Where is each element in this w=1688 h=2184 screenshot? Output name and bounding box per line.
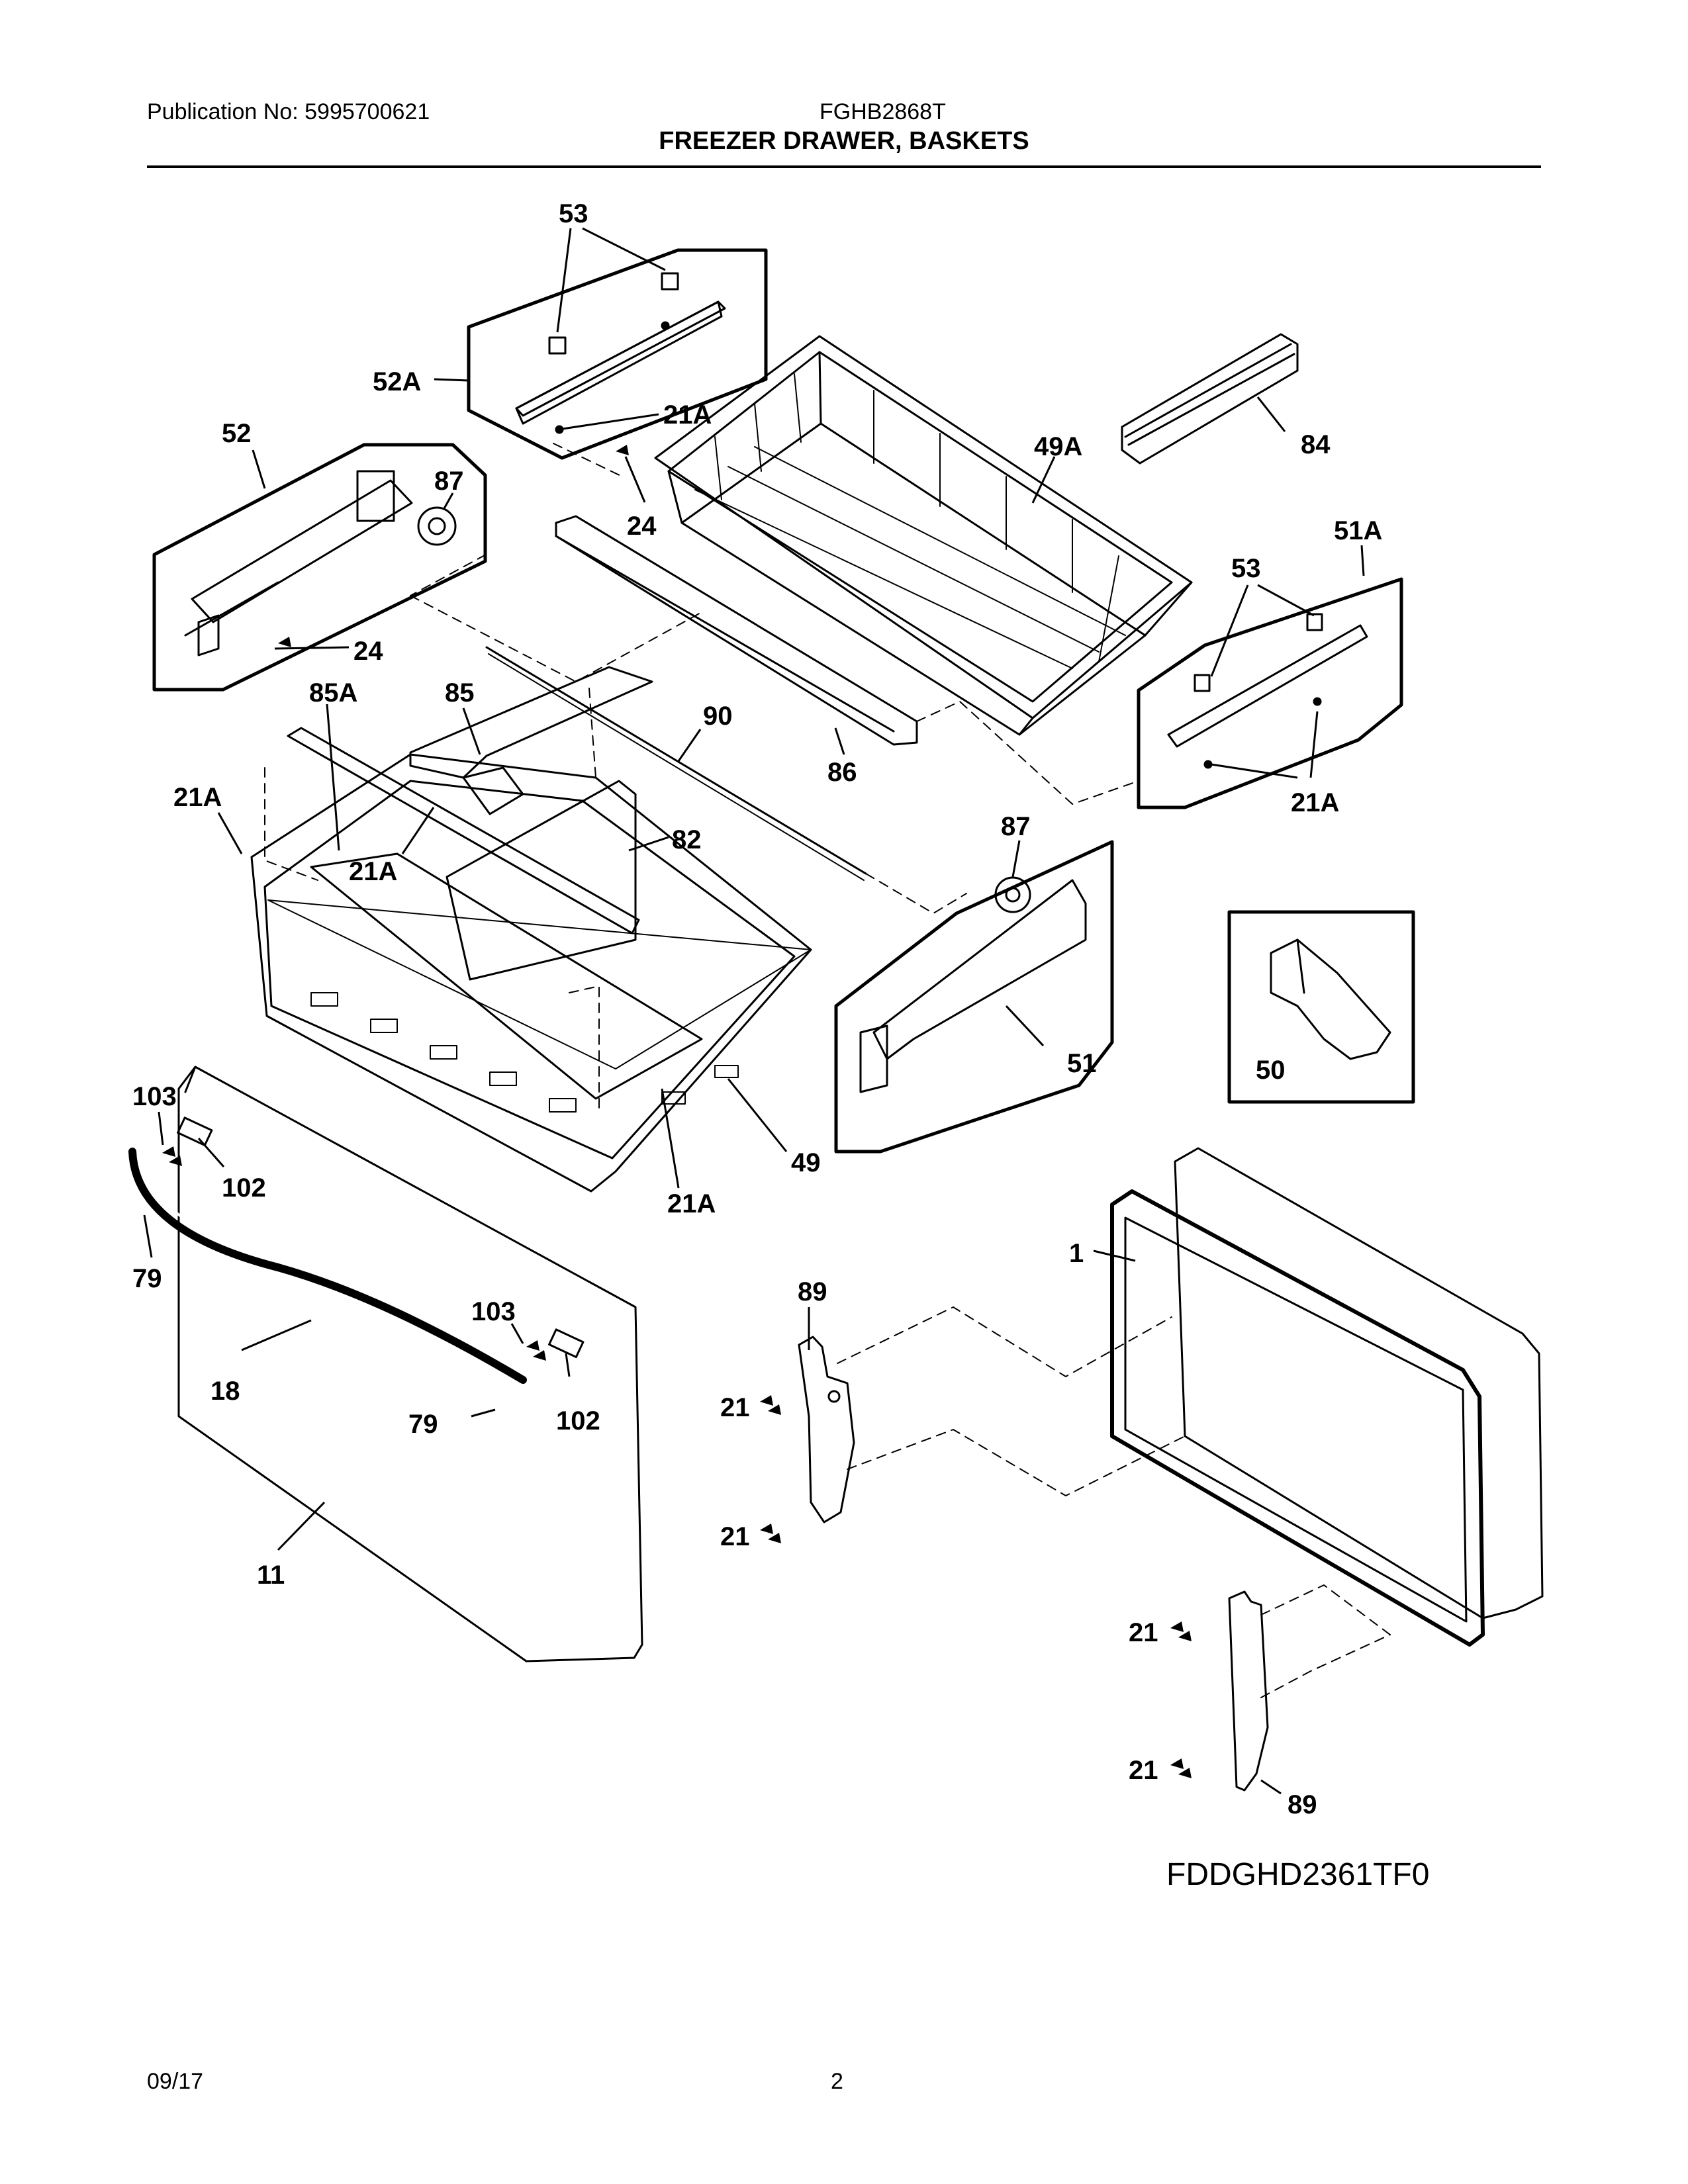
label-21A-bottom: 21A — [667, 1189, 716, 1218]
part-labels: 53 52A 21A 52 87 24 24 49A 84 51A 53 21A… — [132, 199, 1382, 1819]
drawer-front-11 — [177, 1066, 643, 1662]
callout-box-50 — [1227, 910, 1415, 1104]
label-102-upper: 102 — [222, 1173, 266, 1203]
label-53-right: 53 — [1231, 554, 1261, 583]
callout-box-52 — [152, 443, 487, 692]
rod-90 — [485, 646, 867, 875]
label-21A-left: 21A — [173, 783, 222, 812]
label-82: 82 — [672, 825, 702, 854]
label-21A-top: 21A — [663, 400, 712, 430]
label-21A-right: 21A — [1291, 788, 1339, 817]
bracket-89-upper — [798, 1336, 855, 1524]
label-103-lower: 103 — [471, 1297, 516, 1326]
label-87-left: 87 — [434, 467, 464, 496]
wire-basket-49A — [654, 335, 1193, 736]
label-21-c: 21 — [1129, 1618, 1158, 1647]
end-cap-102-upper — [177, 1116, 213, 1147]
drawer-bin-49 — [250, 753, 812, 1193]
label-89-upper: 89 — [798, 1277, 827, 1306]
label-50: 50 — [1256, 1056, 1286, 1085]
page-title: FREEZER DRAWER, BASKETS — [659, 127, 1029, 155]
divider-84 — [1121, 333, 1299, 465]
end-cap-102-lower — [548, 1328, 585, 1359]
label-102-lower: 102 — [556, 1406, 600, 1435]
label-84: 84 — [1301, 430, 1331, 459]
diagram-reference-code: FDDGHD2361TF0 — [1166, 1857, 1430, 1892]
label-24-lower: 24 — [353, 637, 383, 666]
publication-number: Publication No: 5995700621 — [147, 99, 430, 124]
label-103-upper: 103 — [132, 1082, 177, 1111]
bar-85A — [287, 727, 640, 934]
label-79-right: 79 — [408, 1410, 438, 1439]
handle-18 — [128, 1148, 527, 1384]
label-24-upper: 24 — [627, 512, 657, 541]
label-52: 52 — [222, 419, 252, 448]
header-divider — [147, 165, 1541, 168]
label-87-right: 87 — [1001, 812, 1031, 841]
label-11: 11 — [257, 1561, 285, 1590]
model-number: FGHB2868T — [820, 99, 946, 124]
label-49: 49 — [791, 1148, 821, 1177]
gasket-1 — [1110, 1189, 1485, 1647]
label-85: 85 — [445, 678, 475, 707]
trim-bar-86 — [555, 515, 918, 746]
label-21-a: 21 — [720, 1393, 750, 1422]
callout-box-51 — [834, 840, 1114, 1154]
callout-box-52A — [467, 248, 768, 460]
label-90: 90 — [703, 702, 733, 731]
label-86: 86 — [827, 758, 857, 787]
label-1: 1 — [1069, 1239, 1084, 1268]
label-18: 18 — [211, 1377, 240, 1406]
label-52A: 52A — [373, 367, 421, 396]
label-21-d: 21 — [1129, 1756, 1158, 1785]
bracket-89-lower — [1228, 1590, 1269, 1792]
label-21A-middle: 21A — [349, 857, 397, 886]
label-53-top: 53 — [559, 199, 588, 228]
callout-box-51A — [1137, 577, 1403, 809]
label-49A: 49A — [1034, 432, 1082, 461]
footer-date: 09/17 — [147, 2069, 204, 2094]
label-51A: 51A — [1334, 516, 1382, 545]
label-51: 51 — [1067, 1049, 1097, 1078]
label-79-left: 79 — [132, 1264, 162, 1293]
door-inner-panel — [1174, 1147, 1544, 1619]
page-number: 2 — [831, 2069, 843, 2094]
label-85A: 85A — [309, 678, 357, 707]
label-21-b: 21 — [720, 1522, 750, 1551]
label-89-lower: 89 — [1288, 1790, 1317, 1819]
